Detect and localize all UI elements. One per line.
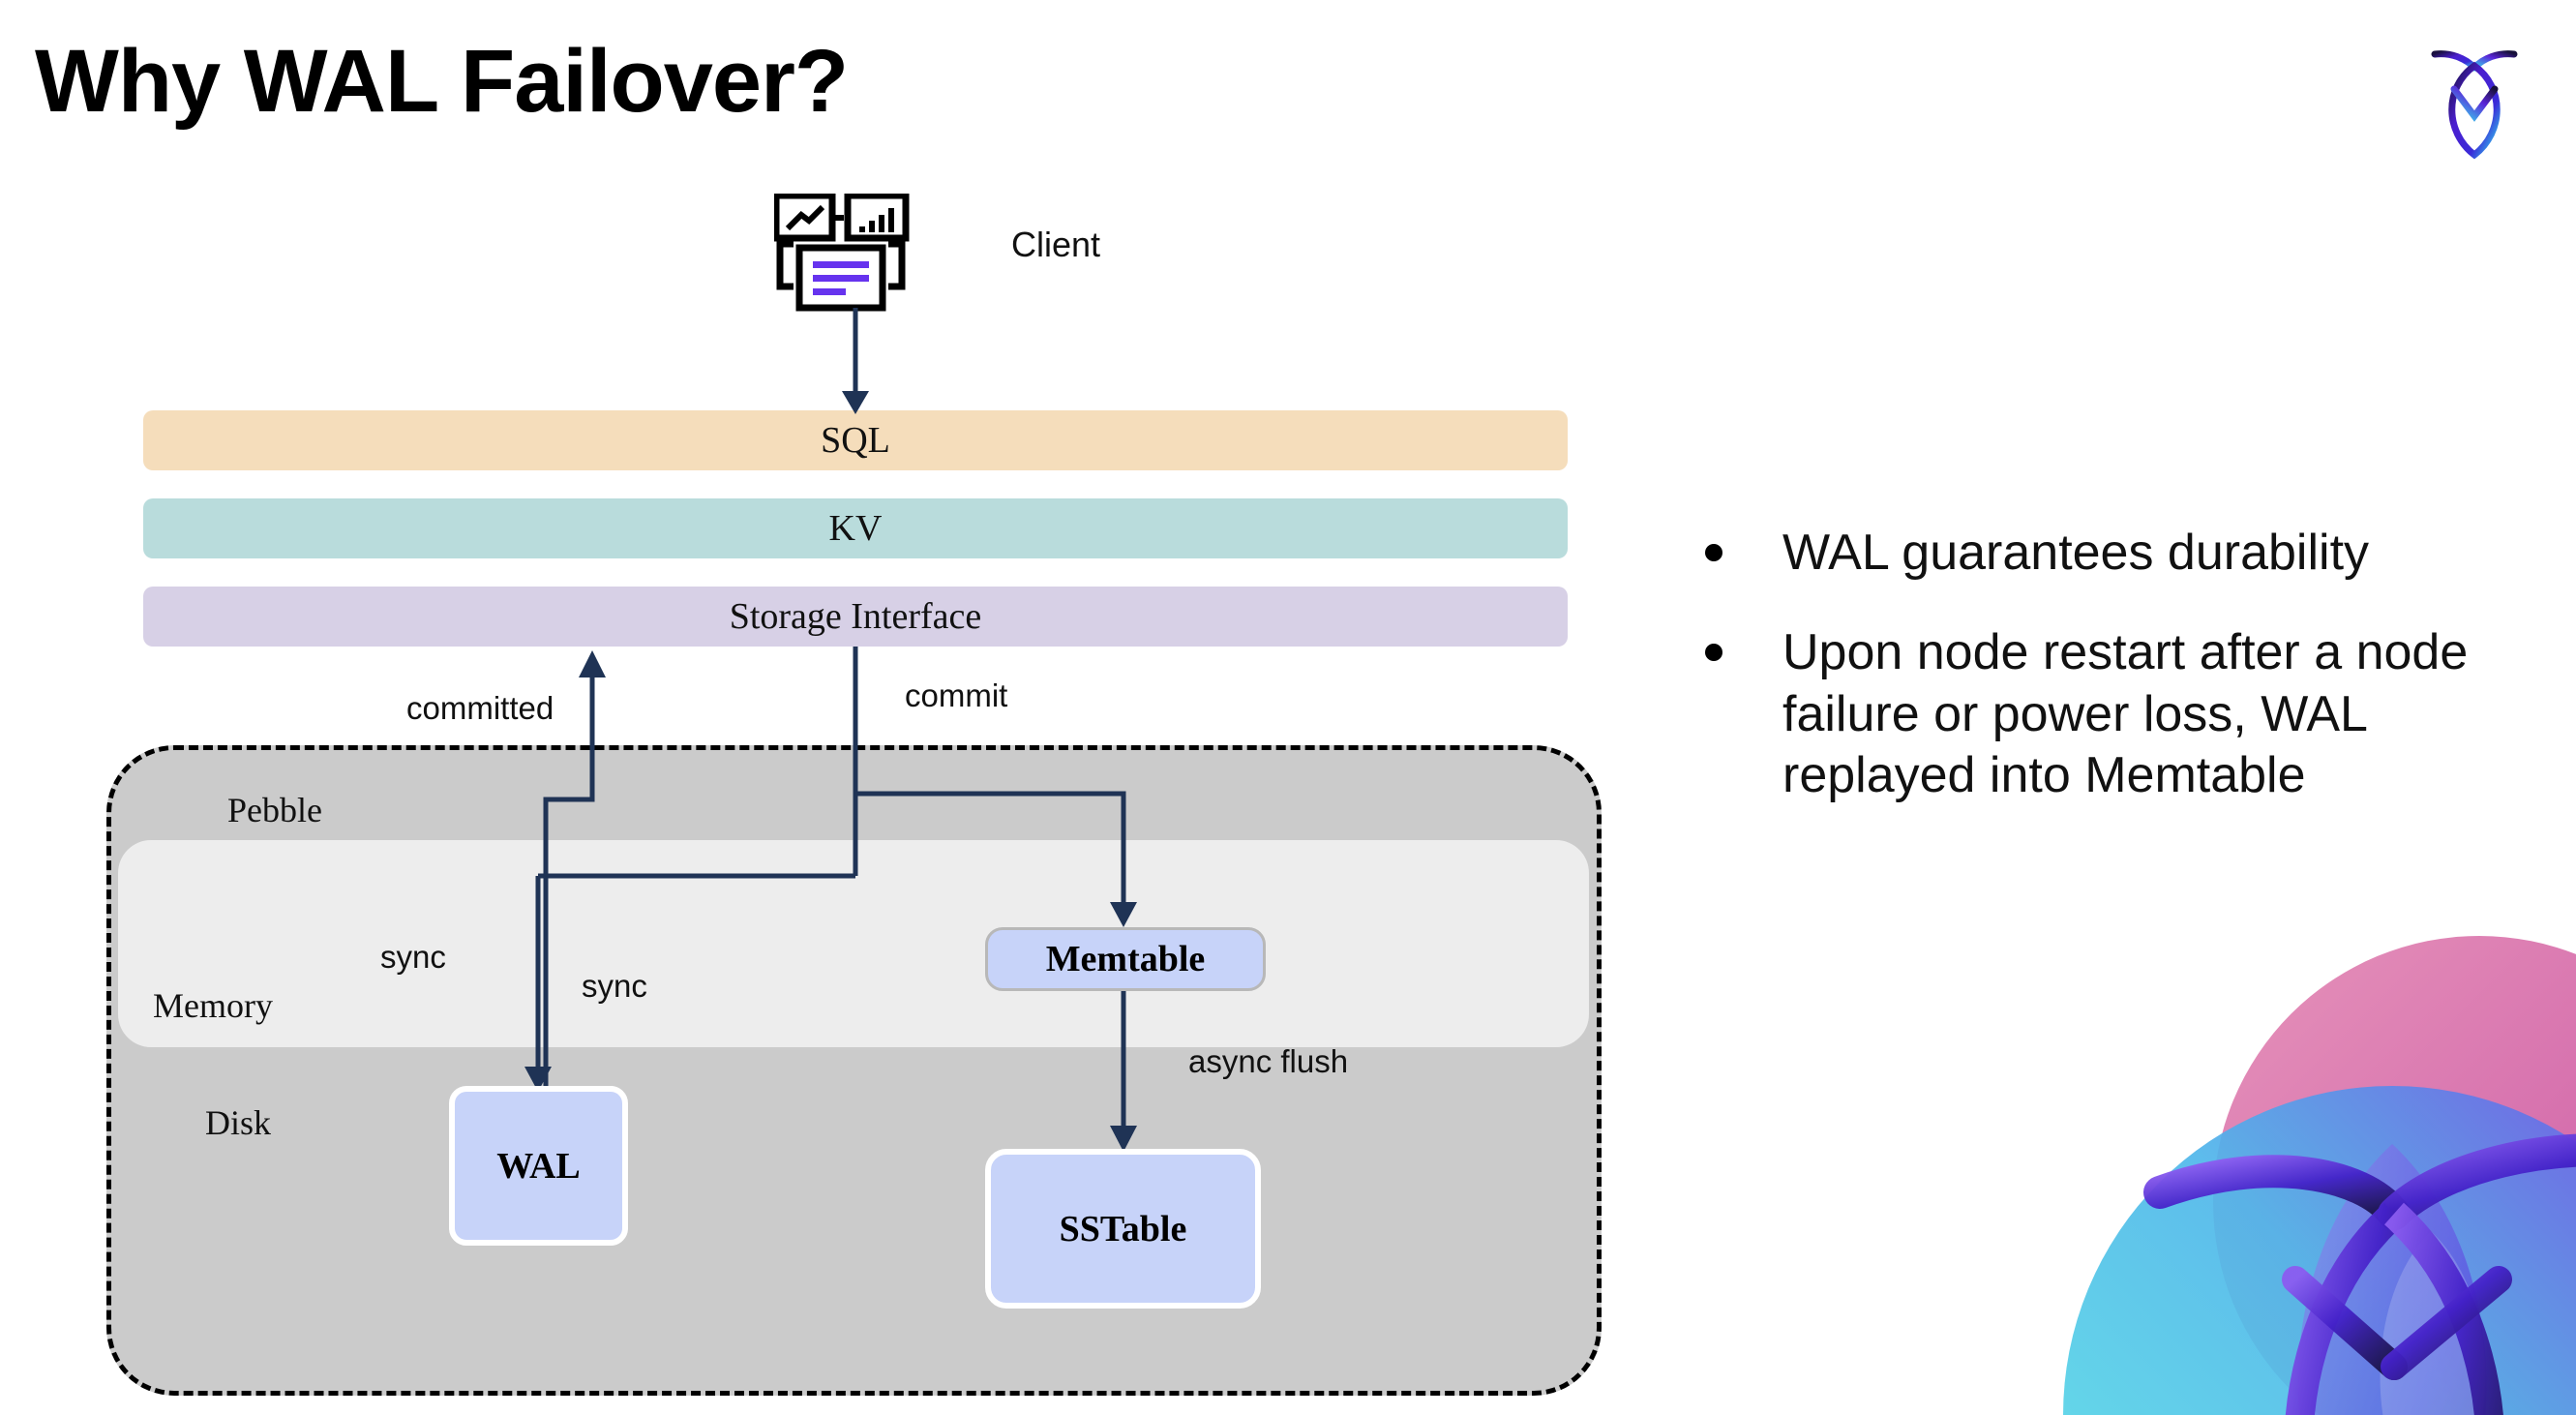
layer-bar-sql-label: SQL <box>821 420 890 461</box>
edge-label-committed: committed <box>406 690 554 726</box>
edge-label-sync-2: sync <box>582 968 647 1004</box>
node-sstable-label: SSTable <box>1059 1208 1187 1249</box>
layer-bar-storage-interface-label: Storage Interface <box>729 596 982 637</box>
node-memtable-label: Memtable <box>1045 939 1206 979</box>
architecture-diagram: Client SQL KV Storage Interface Pebble M… <box>106 192 1602 1396</box>
disk-label: Disk <box>205 1103 272 1142</box>
bullet-dot-icon <box>1705 644 1722 662</box>
node-memtable: Memtable <box>985 927 1266 991</box>
edge-label-async-flush: async flush <box>1188 1043 1349 1079</box>
layer-bar-storage-interface: Storage Interface <box>143 587 1568 647</box>
layer-bar-sql: SQL <box>143 410 1568 470</box>
cockroach-labs-logo <box>2411 37 2537 172</box>
layer-bar-kv: KV <box>143 498 1568 558</box>
memory-label: Memory <box>153 986 273 1025</box>
edge-label-commit: commit <box>905 677 1008 713</box>
bullet-dot-icon <box>1705 544 1722 561</box>
node-wal-label: WAL <box>496 1145 581 1187</box>
list-item: Upon node restart after a node failure o… <box>1705 622 2537 806</box>
pebble-label: Pebble <box>227 791 322 829</box>
node-wal: WAL <box>449 1086 628 1246</box>
list-item: WAL guarantees durability <box>1705 523 2537 584</box>
page-title: Why WAL Failover? <box>35 32 849 131</box>
bullet-text: WAL guarantees durability <box>1782 525 2370 581</box>
bullet-text: Upon node restart after a node failure o… <box>1782 624 2469 804</box>
client-dashboard-icon <box>772 192 929 315</box>
client-label: Client <box>1011 225 1101 264</box>
bullet-list: WAL guarantees durability Upon node rest… <box>1705 523 2537 846</box>
layer-bar-kv-label: KV <box>828 508 883 549</box>
decorative-logo-artwork <box>1976 912 2576 1415</box>
memory-zone <box>118 840 1589 1047</box>
edge-label-sync-1: sync <box>380 939 446 975</box>
node-sstable: SSTable <box>985 1149 1261 1309</box>
